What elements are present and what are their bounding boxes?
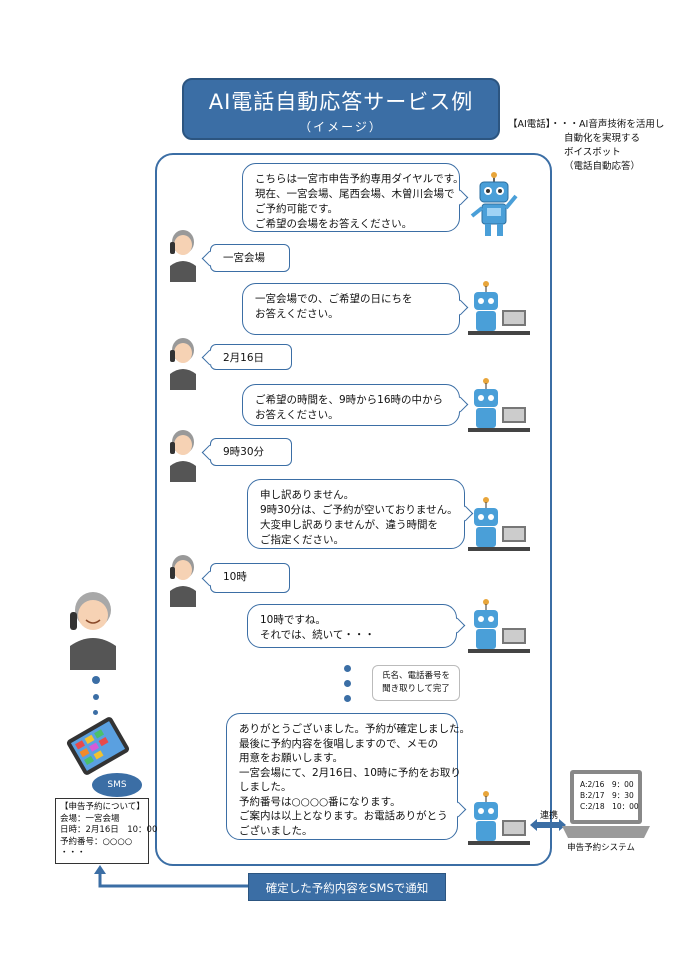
- message-line: それでは、続いて・・・: [260, 629, 375, 641]
- sms-line: ・・・: [60, 848, 86, 858]
- page-title: AI電話自動応答サービス例: [208, 90, 474, 114]
- message-line: ご指定ください。: [260, 534, 344, 546]
- bot-message-2: 一宮会場での、ご希望の日にちを お答えください。: [242, 283, 469, 335]
- message-line: 最後に予約内容を復唱しますので、メモの: [239, 737, 439, 750]
- message-line: お答えください。: [255, 409, 339, 421]
- sms-line: 会場：一宮会場: [60, 813, 120, 824]
- bot-message-3: ご希望の時間を、9時から16時の中から お答えください。: [242, 384, 469, 426]
- sms-line: 【申告予約について】: [60, 802, 145, 812]
- elderly-caller-icon: [170, 430, 196, 482]
- message-line: 予約番号は○○○○番になります。: [239, 795, 401, 808]
- note-line: ボイスボット: [564, 147, 621, 158]
- system-screen: A:2/16 9：00 B:2/17 9：30 C:2/18 10：00: [580, 779, 639, 812]
- message-line: しました。: [239, 781, 292, 793]
- smartphone-icon: [66, 717, 130, 775]
- bot-message-1: こちらは一宮市申告予約専用ダイヤルです。 現在、一宮会場、尾西会場、木曽川会場で…: [242, 163, 469, 232]
- message-line: 10時: [223, 571, 247, 583]
- bot-message-6: ありがとうございました。予約が確定しました。 最後に予約内容を復唱しますので、メ…: [226, 713, 470, 840]
- message-line: 10時ですね。: [260, 614, 326, 626]
- message-line: ありがとうございました。予約が確定しました。: [239, 723, 470, 735]
- message-line: ございました。: [239, 824, 313, 837]
- double-arrow-icon: [530, 819, 566, 831]
- flow-dot: [92, 676, 100, 684]
- elderly-caller-icon: [170, 555, 196, 607]
- user-message-3: 9時30分: [201, 438, 292, 466]
- user-message-2: 2月16日: [201, 344, 292, 370]
- message-line: 9時30分は、ご予約が空いておりません。: [260, 504, 458, 516]
- note-line: 自動化を実現する: [564, 133, 641, 144]
- ai-definition-note: 【AI電話】・・・AI音声技術を活用し 自動化を実現する ボイスボット （電話自…: [508, 118, 664, 174]
- robot-with-laptop-icon: [468, 791, 530, 845]
- robot-with-laptop-icon: [468, 378, 530, 432]
- message-line: ご希望の会場をお答えください。: [255, 218, 413, 230]
- sms-content-box: 【申告予約について】 会場：一宮会場 日時：2月16日 10：00 予約番号：○…: [55, 798, 158, 864]
- bot-message-4: 申し訳ありません。 9時30分は、ご予約が空いておりません。 大変申し訳ありませ…: [247, 479, 474, 549]
- robot-with-laptop-icon: [468, 281, 530, 335]
- sms-line: 予約番号：○○○○: [60, 836, 133, 847]
- message-line: ご予約可能です。: [255, 203, 338, 215]
- flow-dot: [93, 710, 98, 715]
- return-arrow-icon: [94, 865, 248, 888]
- continuation-dot: [344, 665, 351, 672]
- message-line: こちらは一宮市申告予約専用ダイヤルです。: [255, 173, 464, 185]
- robot-with-laptop-icon: [468, 497, 530, 551]
- message-line: 一宮会場にて、2月16日、10時に予約をお取り: [239, 766, 461, 779]
- bot-message-5: 10時ですね。 それでは、続いて・・・: [247, 604, 466, 648]
- note-line: 【AI電話】・・・AI音声技術を活用し: [508, 119, 665, 130]
- continuation-dot: [344, 680, 351, 687]
- conversation-frame: [155, 153, 552, 866]
- system-row: B:2/17 9：30: [580, 791, 634, 800]
- message-line: 2月16日: [223, 352, 265, 364]
- message-line: 現在、一宮会場、尾西会場、木曽川会場で: [255, 188, 455, 200]
- message-line: 一宮会場: [223, 252, 265, 264]
- message-line: ご希望の時間を、9時から16時の中から: [255, 394, 444, 406]
- title-box: AI電話自動応答サービス例 （イメージ）: [182, 78, 500, 140]
- system-row: A:2/16 9：00: [580, 780, 634, 789]
- message-line: 用意をお願いします。: [239, 752, 343, 764]
- message-line: お答えください。: [255, 308, 339, 320]
- continuation-dot: [344, 695, 351, 702]
- message-line: 一宮会場での、ご希望の日にちを: [255, 293, 413, 305]
- elderly-caller-large-icon: [70, 592, 116, 670]
- message-line: ご案内は以上となります。お電話ありがとう: [239, 810, 448, 822]
- user-message-4: 10時: [201, 563, 290, 593]
- note-line: 聞き取りして完了: [382, 684, 450, 694]
- sms-badge: SMS: [92, 773, 142, 797]
- message-line: 申し訳ありません。: [260, 489, 355, 501]
- skip-note: 氏名、電話番号を 聞き取りして完了: [372, 665, 460, 701]
- elderly-caller-icon: [170, 338, 196, 390]
- page-subtitle: （イメージ）: [299, 120, 383, 134]
- robot-with-laptop-icon: [468, 599, 530, 653]
- elderly-caller-icon: [170, 230, 196, 282]
- link-label: 連携: [540, 811, 559, 821]
- message-line: 大変申し訳ありませんが、違う時間を: [260, 519, 438, 531]
- laptop-system-icon: [562, 770, 650, 838]
- sms-line: 日時：2月16日 10：00: [60, 825, 158, 835]
- sms-notification-banner: 確定した予約内容をSMSで通知: [248, 873, 446, 901]
- robot-icon: [470, 172, 518, 236]
- note-line: 氏名、電話番号を: [381, 671, 450, 681]
- note-line: （電話自動応答）: [564, 161, 641, 172]
- system-label: 申告予約システム: [567, 843, 635, 853]
- system-row: C:2/18 10：00: [580, 802, 639, 811]
- flow-dot: [93, 694, 99, 700]
- message-line: 9時30分: [223, 446, 265, 458]
- user-message-1: 一宮会場: [201, 244, 290, 272]
